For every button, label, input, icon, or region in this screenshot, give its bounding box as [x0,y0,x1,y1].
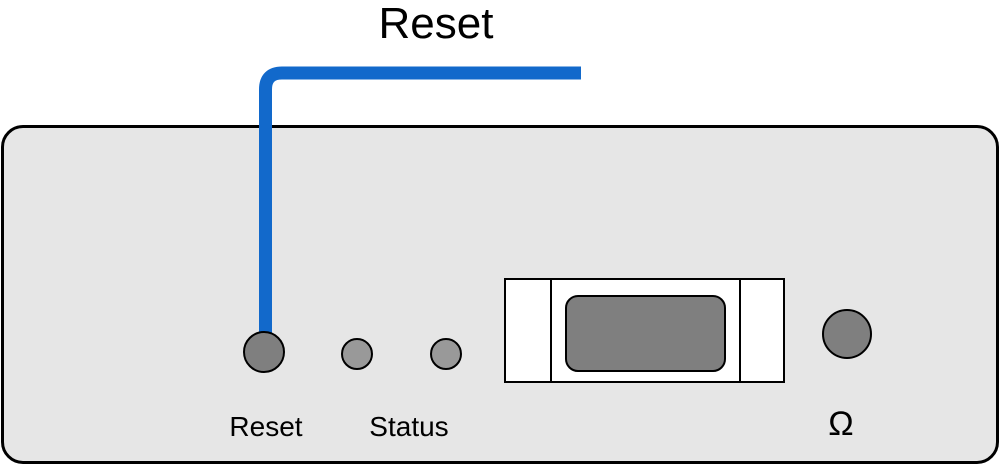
reset-label: Reset [229,411,303,442]
status-led-1 [341,338,373,370]
status-label: Status [369,411,449,442]
connector-divider-right [738,280,741,381]
reset-button [243,331,285,373]
connector-socket [564,294,726,372]
impedance-label: Ω [828,405,854,443]
connector-divider-left [549,280,552,381]
impedance-button [822,309,872,359]
connector-port [504,278,785,383]
status-led-2 [430,338,462,370]
callout-title: Reset [378,0,494,48]
